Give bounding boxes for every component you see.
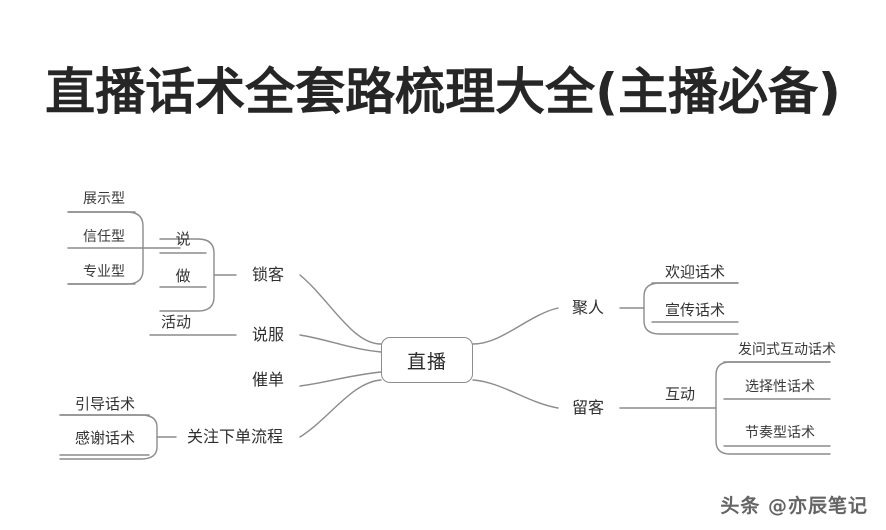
- page-title: 直播话术全套路梳理大全(主播必备): [45, 63, 841, 121]
- node-xuanchuan-huashu[interactable]: 宣传话术: [664, 301, 726, 319]
- node-zhuanyexing[interactable]: 专业型: [83, 264, 125, 280]
- node-shuo[interactable]: 说: [175, 230, 191, 248]
- node-huanying-huashu[interactable]: 欢迎话术: [664, 263, 726, 281]
- node-xinrenxing[interactable]: 信任型: [83, 229, 125, 245]
- node-ganxie-huashu[interactable]: 感谢话术: [74, 429, 136, 447]
- node-shuofu[interactable]: 说服: [251, 325, 285, 344]
- edge-center-shuofu: [299, 334, 382, 353]
- node-jiezouxing-huashu[interactable]: 节奏型话术: [745, 425, 815, 441]
- node-liuke[interactable]: 留客: [571, 398, 605, 417]
- node-zuo[interactable]: 做: [175, 267, 191, 285]
- edge-center-liuke: [472, 379, 559, 409]
- edge-center-suoke: [299, 274, 382, 345]
- node-huodong[interactable]: 活动: [160, 313, 192, 331]
- node-suoke[interactable]: 锁客: [251, 265, 285, 284]
- mindmap-center-node[interactable]: 直播: [381, 337, 473, 383]
- node-juren[interactable]: 聚人: [571, 298, 605, 317]
- node-xuanzexing-huashu[interactable]: 选择性话术: [745, 379, 815, 395]
- node-hudong[interactable]: 互动: [664, 385, 696, 403]
- node-yindao-huashu[interactable]: 引导话术: [74, 395, 136, 413]
- edge-center-guanzhu: [299, 379, 382, 438]
- node-cuidan[interactable]: 催单: [251, 370, 285, 389]
- edge-center-cuidan: [299, 371, 382, 387]
- watermark: 头条 @亦辰笔记: [720, 495, 868, 517]
- node-guanzhu-xiadan-liucheng[interactable]: 关注下单流程: [186, 427, 284, 446]
- edge-center-juren: [472, 307, 559, 345]
- node-fawenshi-hudong-huashu[interactable]: 发问式互动话术: [738, 342, 836, 358]
- node-zhanshixing[interactable]: 展示型: [83, 191, 125, 207]
- center-node-label: 直播: [406, 350, 447, 373]
